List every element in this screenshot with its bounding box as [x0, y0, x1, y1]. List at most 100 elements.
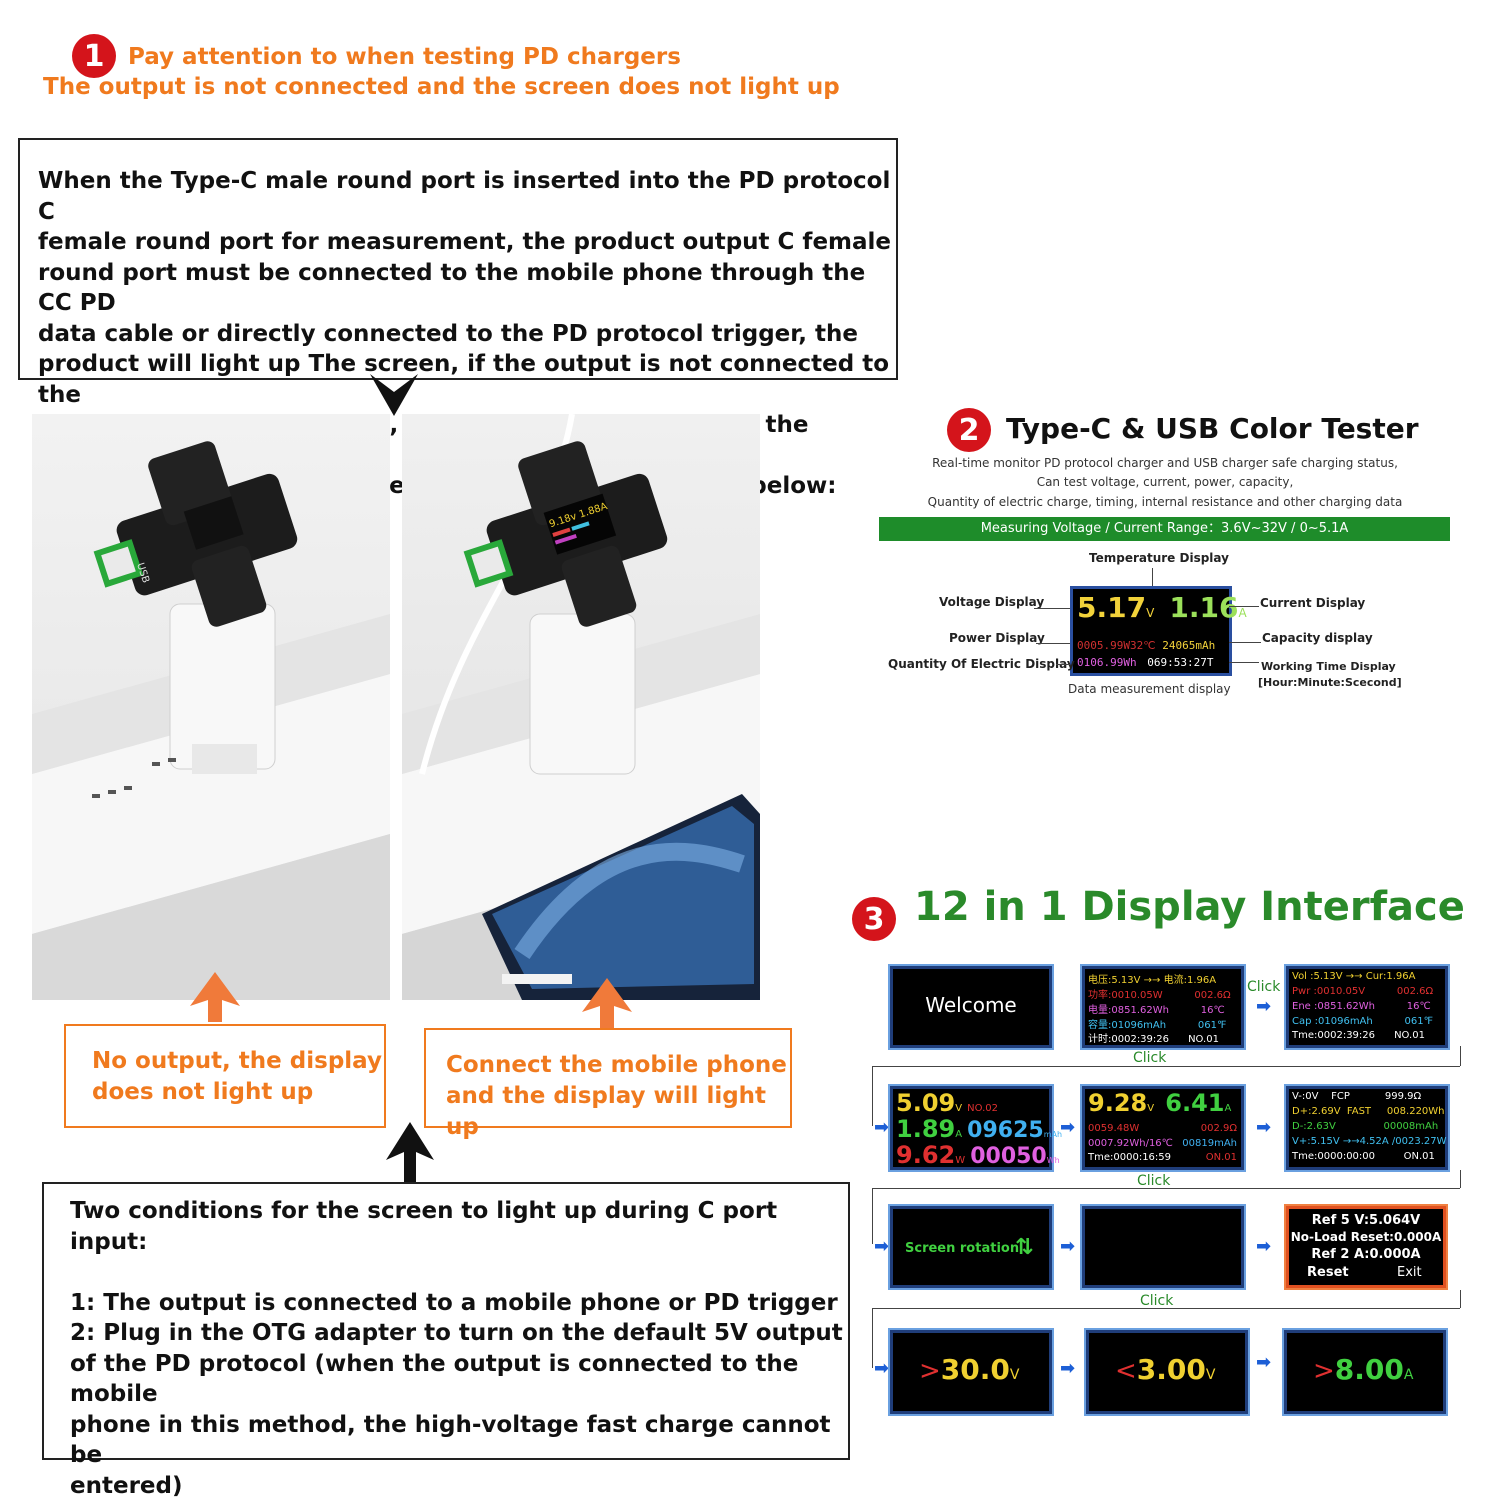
cn-line-3: 电量:0851.62Wh 16℃: [1088, 1005, 1225, 1016]
ref-line-1: Ref 5 V:5.064V: [1311, 1213, 1421, 1228]
big-a-no: NO.02: [967, 1103, 999, 1114]
photo-no-output: USB: [32, 414, 390, 1000]
charger-scene-right: 9.18v 1.88A: [402, 414, 760, 1000]
working-time-line: [1229, 662, 1259, 663]
charger-scene-left: USB: [32, 441, 390, 1000]
up-arrow-icon-left: [188, 970, 242, 1026]
screen-big-numbers[interactable]: 5.09V NO.02 1.89A 09625mAh 9.62W 00050Wh: [890, 1086, 1062, 1170]
next-arrow-icon-1: ➡: [1256, 996, 1272, 1017]
click-label-3: Click: [1137, 1173, 1171, 1189]
proto-line-4: V+:5.15V →→4.52A /0023.27W: [1292, 1136, 1447, 1147]
screen-welcome[interactable]: Welcome: [890, 966, 1052, 1048]
screen-time: 069:53:27T: [1147, 656, 1214, 669]
working-time-format: [Hour:Minute:Scecond]: [1258, 676, 1402, 689]
big-b-line-1: 0059.48W: [1088, 1123, 1140, 1134]
connect-phone-caption-box: Connect the mobile phone and the display…: [424, 1028, 792, 1140]
flow-line-3: [872, 1308, 1460, 1309]
photo-with-phone: 9.18v 1.88A: [402, 414, 760, 1000]
current-label: Current Display: [1260, 596, 1366, 610]
pd-note-box: When the Type-C male round port is inser…: [18, 138, 898, 499]
flow-line-2d: [1460, 1170, 1461, 1188]
next-arrow-icon-8: ➡: [874, 1358, 890, 1379]
ov-value: 30.0: [940, 1353, 1010, 1386]
screen-reference[interactable]: Ref 5 V:5.064V No-Load Reset:0.000A Ref …: [1286, 1206, 1446, 1288]
next-arrow-icon-3: ➡: [1060, 1117, 1076, 1138]
screen-power: 0005.99W: [1077, 639, 1130, 652]
screen-voltage: 5.17: [1077, 591, 1147, 624]
screen-over-current[interactable]: >8.00A: [1284, 1330, 1446, 1414]
working-time-label: Working Time Display: [1261, 660, 1396, 673]
big-b-line-1r: 002.9Ω: [1200, 1123, 1237, 1134]
screen-blank[interactable]: [1082, 1206, 1244, 1288]
big-a-power-unit: W: [955, 1155, 966, 1166]
voltage-label: Voltage Display: [939, 595, 1045, 609]
screen-under-voltage[interactable]: <3.00V: [1086, 1330, 1248, 1414]
capacity-line: [1229, 642, 1261, 643]
click-label-2: Click: [1133, 1050, 1167, 1066]
oc-value: 8.00: [1334, 1353, 1404, 1386]
flow-line-1: [872, 1046, 1461, 1066]
section-1-subtitle: The output is not connected and the scre…: [43, 74, 840, 100]
ref-line-2: No-Load Reset:0.000A: [1290, 1230, 1442, 1244]
flow-line-3d: [1460, 1290, 1461, 1308]
section-2-title: Type-C & USB Color Tester: [1006, 412, 1419, 445]
big-b-current: 6.41: [1165, 1089, 1225, 1117]
next-arrow-icon-7: ➡: [1256, 1236, 1272, 1257]
no-output-caption-box: No output, the display does not light up: [64, 1024, 386, 1128]
section-2-desc-3: Quantity of electric charge, timing, int…: [927, 495, 1403, 509]
big-b-voltage: 9.28: [1088, 1089, 1148, 1117]
data-measurement-label: Data measurement display: [1068, 682, 1231, 696]
uv-value: 3.00: [1136, 1353, 1206, 1386]
big-b-current-unit: A: [1224, 1103, 1232, 1114]
big-a-wh: 00050: [970, 1144, 1047, 1169]
uv-unit: V: [1205, 1367, 1216, 1383]
big-a-power: 9.62: [896, 1141, 956, 1169]
screen-current-unit: A: [1238, 606, 1247, 620]
flow-line-2: [872, 1188, 1460, 1189]
ref-reset[interactable]: Reset: [1307, 1265, 1349, 1280]
en-line-4: Cap :01096mAh 061℉: [1292, 1016, 1434, 1027]
uv-symbol: <: [1115, 1356, 1137, 1386]
big-a-wh-unit: Wh: [1046, 1156, 1060, 1165]
screen-volt-amp[interactable]: 9.28V 6.41A 0059.48W 002.9Ω 0007.92Wh/16…: [1082, 1086, 1244, 1170]
big-b-voltage-unit: V: [1147, 1103, 1155, 1114]
tester-screen: 5.17V 1.16A 0005.99W32℃ 24065mAh 0106.99…: [1070, 586, 1247, 676]
big-a-mah: 09625: [967, 1118, 1044, 1143]
ref-exit[interactable]: Exit: [1397, 1265, 1422, 1280]
screen-chinese-data[interactable]: 电压:5.13V →→ 电流:1.96A 功率:0010.05W 002.6Ω …: [1082, 966, 1244, 1048]
big-a-mah-unit: mAh: [1043, 1130, 1063, 1139]
down-arrow-icon: [368, 372, 420, 424]
en-line-2: Pwr :0010.05V 002.6Ω: [1292, 986, 1434, 997]
big-b-line-3: Tme:0000:16:59: [1088, 1152, 1172, 1163]
screen-capacity: 24065mAh: [1162, 639, 1216, 652]
big-a-voltage-unit: V: [955, 1103, 963, 1114]
big-a-current-unit: A: [955, 1129, 963, 1140]
section-1-title: Pay attention to when testing PD charger…: [128, 44, 681, 70]
en-line-3: Ene :0851.62Wh 16℃: [1292, 1001, 1431, 1012]
cn-line-4: 容量:01096mAh 061℉: [1088, 1020, 1227, 1031]
screen-rotation[interactable]: Screen rotation ⇅: [890, 1206, 1052, 1288]
screen-protocol[interactable]: V-:0V FCP 999.9Ω D+:2.69V FAST 008.220Wh…: [1286, 1086, 1448, 1170]
power-line: [1036, 643, 1070, 644]
screen-english-data[interactable]: Vol :5.13V →→ Cur:1.96A Pwr :0010.05V 00…: [1286, 966, 1448, 1048]
next-arrow-icon-4: ➡: [1256, 1117, 1272, 1138]
conditions-box: Two conditions for the screen to light u…: [42, 1182, 850, 1499]
flow-line-1c: [872, 1066, 873, 1126]
en-line-5: Tme:0002:39:26 NO.01: [1292, 1030, 1425, 1041]
proto-line-5: Tme:0000:00:00 ON.01: [1292, 1151, 1435, 1162]
capacity-label: Capacity display: [1262, 631, 1373, 645]
next-arrow-icon-2: ➡: [874, 1117, 890, 1138]
no-output-caption: No output, the display does not light up: [92, 1048, 382, 1105]
quantity-label: Quantity Of Electric Display: [888, 657, 1075, 671]
ref-line-3: Ref 2 A:0.000A: [1311, 1247, 1421, 1262]
proto-line-2: D+:2.69V FAST 008.220Wh: [1292, 1106, 1445, 1117]
screen-over-voltage[interactable]: >30.0V: [890, 1330, 1052, 1414]
range-bar: Measuring Voltage / Current Range：3.6V~3…: [879, 517, 1450, 541]
next-arrow-icon-5: ➡: [874, 1236, 890, 1257]
ov-unit: V: [1009, 1367, 1020, 1383]
section-3-title: 12 in 1 Display Interface: [914, 884, 1465, 930]
big-b-line-2r: 00819mAh: [1182, 1138, 1237, 1149]
section-2-badge: 2: [947, 408, 991, 452]
section-2-desc-2: Can test voltage, current, power, capaci…: [1036, 475, 1294, 489]
next-arrow-icon-10: ➡: [1256, 1352, 1272, 1373]
